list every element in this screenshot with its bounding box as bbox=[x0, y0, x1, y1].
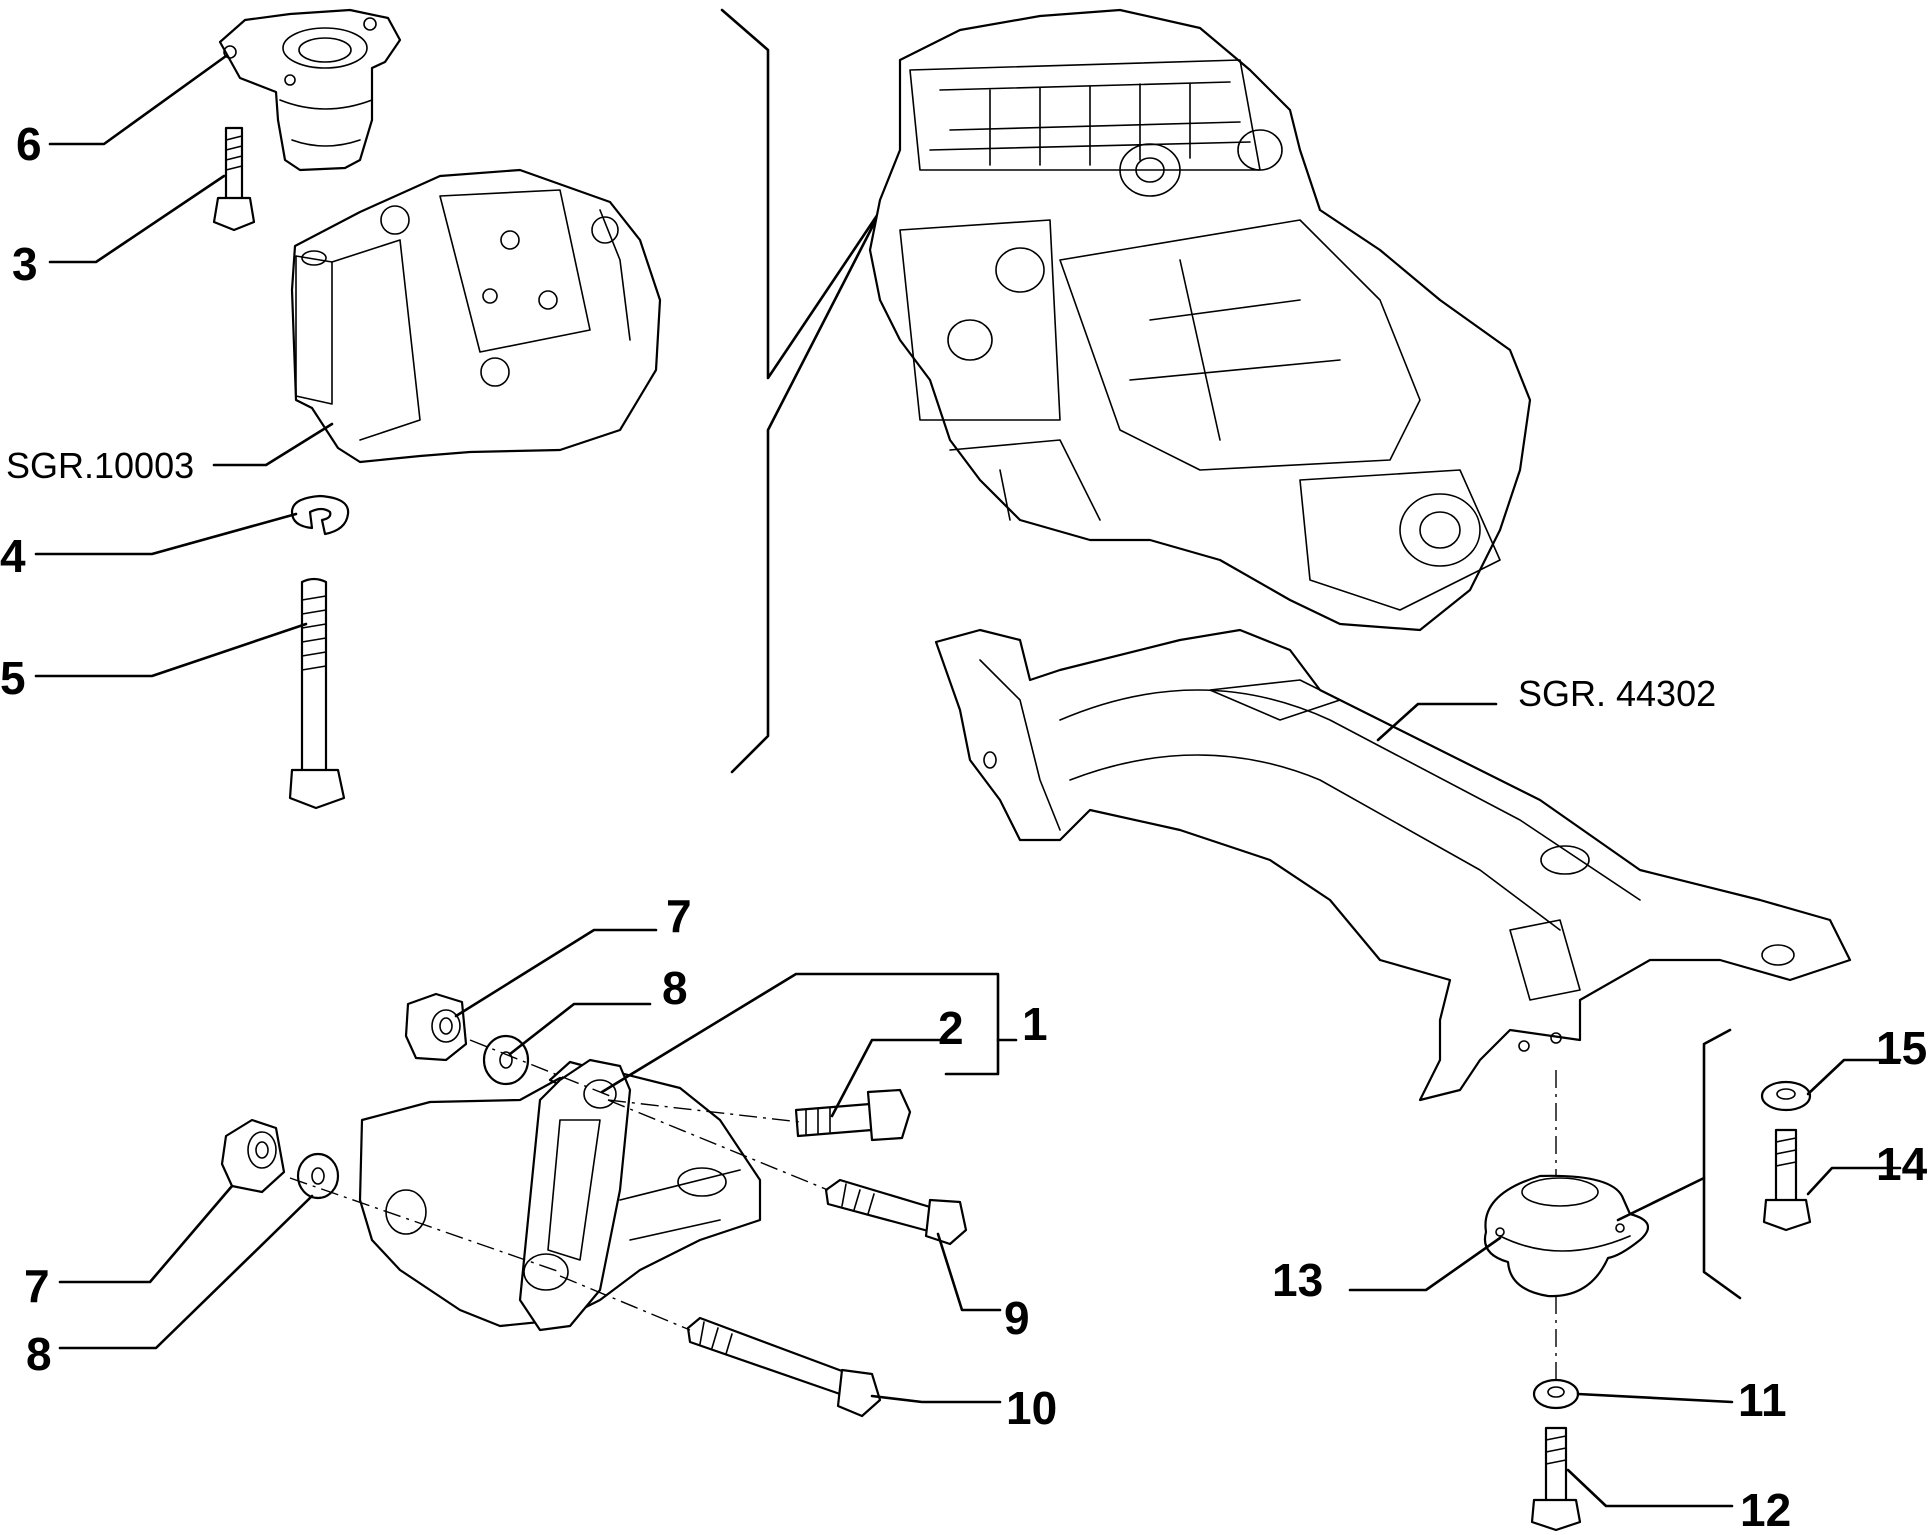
part-7-nut-lower bbox=[220, 1118, 286, 1194]
label-sgr-10003: SGR.10003 bbox=[6, 445, 194, 486]
label-4: 4 bbox=[0, 530, 26, 582]
label-1: 1 bbox=[1022, 998, 1048, 1050]
part-8-washer-lower bbox=[296, 1152, 340, 1200]
part-14-bolt bbox=[1762, 1128, 1812, 1232]
label-14: 14 bbox=[1876, 1138, 1928, 1190]
part-4-split-washer bbox=[290, 494, 350, 536]
part-7-nut-upper bbox=[404, 992, 468, 1062]
part-13-rubber-mount bbox=[1483, 1174, 1650, 1298]
group-brace bbox=[720, 8, 884, 774]
label-8-lower: 8 bbox=[26, 1328, 52, 1380]
label-12: 12 bbox=[1740, 1484, 1791, 1535]
engine-mount-bracket bbox=[290, 168, 662, 464]
label-9: 9 bbox=[1004, 1292, 1030, 1344]
part-9-bolt bbox=[824, 1178, 968, 1246]
label-11: 11 bbox=[1738, 1374, 1787, 1426]
part-10-long-bolt bbox=[686, 1316, 882, 1418]
part-5-long-bolt bbox=[288, 577, 346, 810]
label-sgr-44302: SGR. 44302 bbox=[1518, 673, 1716, 714]
label-13: 13 bbox=[1272, 1254, 1323, 1306]
label-7-upper: 7 bbox=[666, 890, 692, 942]
label-10: 10 bbox=[1006, 1382, 1057, 1434]
part-6-upper-mount bbox=[218, 8, 402, 172]
subframe-crossmember bbox=[934, 628, 1852, 1102]
part-3-bolt bbox=[212, 126, 256, 232]
assembly-axes bbox=[289, 1039, 1557, 1384]
label-15: 15 bbox=[1876, 1022, 1927, 1074]
label-2: 2 bbox=[938, 1002, 964, 1054]
label-5: 5 bbox=[0, 652, 26, 704]
label-3: 3 bbox=[12, 238, 38, 290]
label-7-lower: 7 bbox=[24, 1260, 50, 1312]
part-12-bolt bbox=[1530, 1426, 1582, 1532]
label-6: 6 bbox=[16, 118, 42, 170]
label-8-upper: 8 bbox=[662, 962, 688, 1014]
part-2-bolt bbox=[794, 1088, 912, 1142]
lower-torque-bracket bbox=[358, 1058, 762, 1332]
callout-labels: 6 3 SGR.10003 4 5 7 8 1 2 9 10 7 8 SGR. … bbox=[0, 118, 1928, 1535]
part-8-washer-upper bbox=[482, 1034, 530, 1086]
part-11-washer bbox=[1532, 1378, 1580, 1410]
engine-assembly bbox=[868, 8, 1532, 632]
part-15-washer bbox=[1760, 1080, 1812, 1112]
callout-leaders bbox=[34, 54, 1902, 1508]
